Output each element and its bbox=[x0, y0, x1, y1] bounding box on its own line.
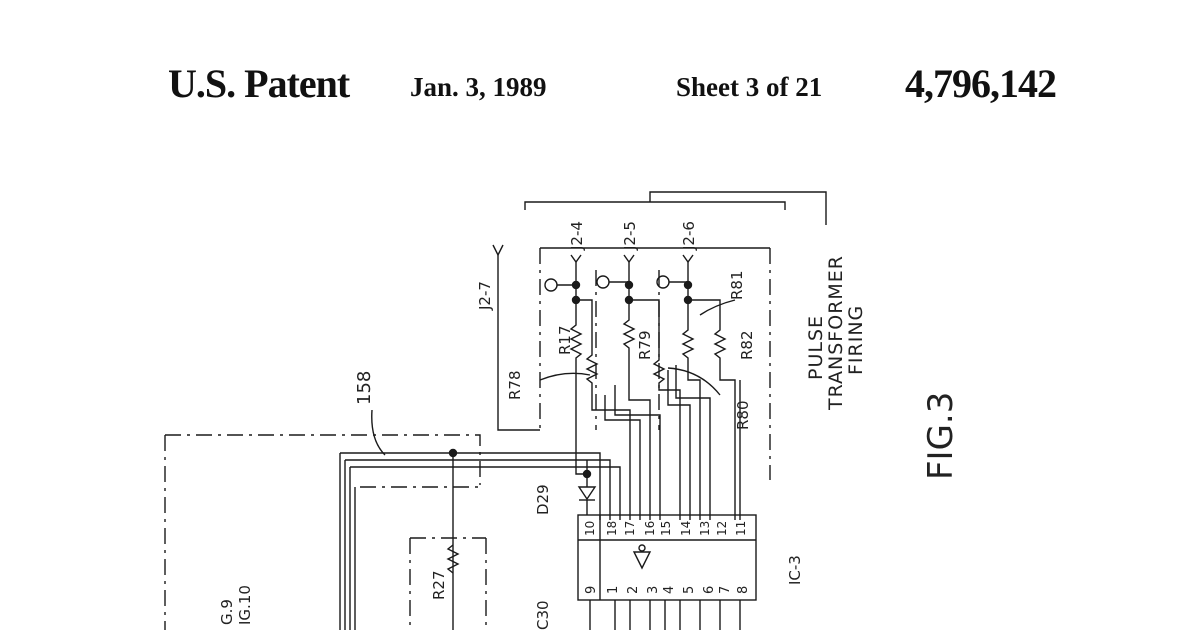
resistor-r81 bbox=[681, 300, 701, 520]
resistor-r78 bbox=[576, 299, 631, 520]
ic-bottom-pin-9: 9 bbox=[584, 586, 599, 594]
ic-top-pin-14: 14 bbox=[679, 521, 693, 536]
label-left-ref-1: G.9 bbox=[218, 599, 236, 625]
label-158: 158 bbox=[354, 371, 375, 405]
label-j2-6: J2-6 bbox=[680, 221, 698, 251]
label-j2-7: J2-7 bbox=[476, 281, 494, 311]
resistor-r79 bbox=[622, 300, 651, 520]
ic-bottom-pin-5: 5 bbox=[682, 586, 697, 594]
resistor-r27 bbox=[446, 544, 460, 574]
resistor-r80 bbox=[629, 299, 681, 520]
label-r27: R27 bbox=[430, 570, 448, 600]
ic-bottom-pin-1: 1 bbox=[606, 586, 621, 594]
ic-top-pin-15: 15 bbox=[659, 521, 673, 536]
ic-bottom-pin-3: 3 bbox=[646, 586, 661, 594]
block-label-line-3: FIRING bbox=[845, 305, 867, 375]
test-point-2 bbox=[596, 275, 610, 289]
resistor-r17 bbox=[569, 300, 583, 420]
label-c30: C30 bbox=[534, 600, 552, 630]
label-r17: R17 bbox=[556, 325, 574, 355]
patent-number: 4,796,142 bbox=[905, 61, 1057, 106]
sheet-number: Sheet 3 of 21 bbox=[676, 72, 823, 102]
resistor-r82 bbox=[688, 299, 736, 520]
ic-bottom-pin-4: 4 bbox=[662, 586, 677, 594]
label-d29: D29 bbox=[534, 484, 552, 515]
ic-top-pin-17: 17 bbox=[623, 521, 637, 536]
j2-7-tick bbox=[492, 244, 504, 257]
ic-top-pin-18: 18 bbox=[605, 521, 619, 536]
top-bracket bbox=[524, 201, 786, 210]
label-j2-5: J2-5 bbox=[621, 221, 639, 251]
ic-top-pin-10: 10 bbox=[583, 521, 597, 536]
label-r79: R79 bbox=[636, 330, 654, 360]
ic-top-pin-16: 16 bbox=[643, 521, 657, 536]
block-label-line-1: PULSE bbox=[805, 315, 827, 380]
figure-title: FIG.3 bbox=[921, 392, 961, 480]
label-r80: R80 bbox=[734, 400, 752, 430]
diode-d29 bbox=[577, 486, 597, 501]
patent-date: Jan. 3, 1989 bbox=[410, 72, 547, 102]
ic-top-pin-11: 11 bbox=[734, 521, 748, 536]
block-label-line-2: TRANSFORMER bbox=[825, 255, 847, 411]
label-j2-4: J2-4 bbox=[568, 221, 586, 251]
label-r78: R78 bbox=[506, 370, 524, 400]
bracket-lead bbox=[649, 191, 827, 225]
patent-label: U.S. Patent bbox=[168, 61, 350, 106]
label-left-ref-2: IG.10 bbox=[236, 585, 254, 625]
ic-bottom-pin-8: 8 bbox=[736, 586, 751, 594]
ic-3-body bbox=[577, 514, 757, 601]
ic-top-pin-13: 13 bbox=[698, 521, 712, 536]
ic-bottom-pin-6: 6 bbox=[702, 586, 717, 594]
test-point-1 bbox=[544, 278, 558, 292]
label-r81: R81 bbox=[728, 270, 746, 300]
ic-bottom-pin-7: 7 bbox=[718, 586, 733, 594]
label-r82: R82 bbox=[738, 330, 756, 360]
ic-bottom-pin-2: 2 bbox=[626, 586, 641, 594]
label-ic-3: IC-3 bbox=[786, 555, 804, 585]
inverter-symbol bbox=[632, 551, 652, 570]
ic-top-pin-12: 12 bbox=[715, 521, 729, 536]
